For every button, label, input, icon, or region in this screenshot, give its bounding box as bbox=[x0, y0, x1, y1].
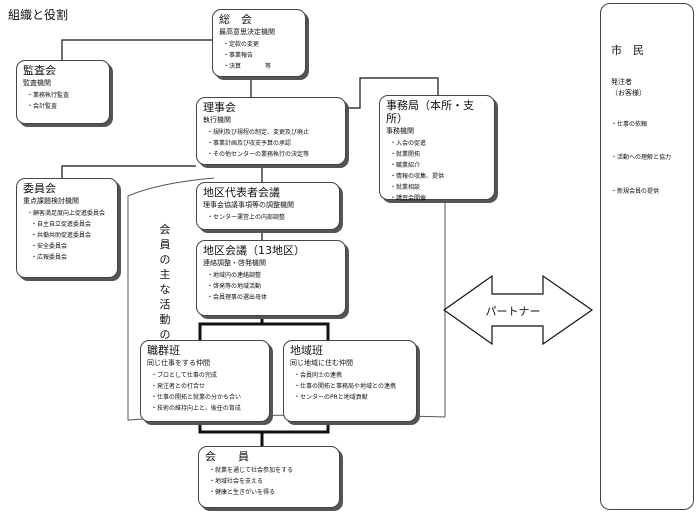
activity-area-label: 会員の主な活動の場 bbox=[159, 223, 171, 356]
regional-group-title: 地域班 bbox=[290, 344, 323, 357]
citizens-item: ・活動への理解と協力 bbox=[611, 154, 672, 161]
list-item: 事業計画及び収支予算の承認 bbox=[207, 138, 339, 149]
citizens-subtitle-2: （お客様） bbox=[611, 89, 646, 97]
committee-box: 委員会 重点課題検討機関 顧客満足度向上促進委員会 自主自立促進委員会 共働共助… bbox=[16, 178, 118, 278]
general-assembly-title: 総 会 bbox=[219, 13, 252, 26]
citizens-item-text: 仕事の依頼 bbox=[617, 121, 648, 128]
list-item: 会員同士の連携 bbox=[294, 370, 410, 381]
list-item: 就業を通じて社会参加をする bbox=[209, 465, 333, 476]
list-item: 定款の変更 bbox=[223, 39, 299, 50]
district-meeting-box: 地区会議（13地区） 連絡調整・啓発機関 地域内の連絡調整 啓発等の地域活動 会… bbox=[196, 240, 346, 316]
partner-arrow bbox=[442, 274, 594, 346]
occupation-group-subtitle: 同じ仕事をする仲間 bbox=[147, 359, 210, 367]
audit-subtitle: 監査機関 bbox=[23, 79, 51, 87]
audit-box: 監査会 監査機関 業務執行監査 会計監査 bbox=[16, 60, 110, 124]
list-item: 仕事の開拓と事務局や地域との連携 bbox=[294, 381, 410, 392]
list-item: センター運営上の内部調整 bbox=[207, 212, 333, 223]
line-audit-assembly bbox=[61, 39, 212, 60]
list-item: 自主自立促進委員会 bbox=[31, 219, 111, 230]
board-subtitle: 執行機関 bbox=[203, 116, 231, 124]
citizens-item: ・新規会員の提供 bbox=[611, 188, 660, 195]
district-meeting-title: 地区会議（13地区） bbox=[203, 244, 305, 257]
district-rep-box: 地区代表者会議 理事会協議事項等の調整機関 センター運営上の内部調整 bbox=[196, 182, 340, 230]
citizens-subtitle: 発注者 （お客様） bbox=[611, 77, 646, 99]
list-item: 情報の収集、提供 bbox=[390, 171, 488, 182]
list-item: センターのPRと地域貢献 bbox=[294, 392, 410, 403]
list-item: その他センターの業務執行の決定等 bbox=[207, 149, 339, 160]
secretariat-subtitle: 事務機関 bbox=[386, 127, 414, 135]
citizens-item-text: 新規会員の提供 bbox=[617, 188, 660, 195]
audit-title: 監査会 bbox=[23, 64, 56, 77]
list-item: 安全委員会 bbox=[31, 241, 111, 252]
board-box: 理事会 執行機関 規則及び規程の制定、変更及び廃止 事業計画及び収支予算の承認 … bbox=[196, 97, 346, 165]
regional-group-subtitle: 同じ地域に住む仲間 bbox=[290, 359, 353, 367]
partner-label: パートナー bbox=[485, 305, 541, 318]
list-item: 会計監査 bbox=[27, 101, 103, 112]
list-item: 仕事の開拓と就業の分かち合い bbox=[151, 392, 263, 403]
committee-title: 委員会 bbox=[23, 182, 56, 195]
committee-subtitle: 重点課題検討機関 bbox=[23, 197, 79, 205]
citizens-item-text: 活動への理解と協力 bbox=[617, 154, 672, 161]
list-item: 啓発等の地域活動 bbox=[207, 281, 339, 292]
list-item: 規則及び規程の制定、変更及び廃止 bbox=[207, 127, 339, 138]
general-assembly-box: 総 会 最高意思決定機関 定款の変更 事業報告 決算 等 bbox=[212, 9, 306, 77]
list-item: 地域内の連絡調整 bbox=[207, 270, 339, 281]
district-rep-title: 地区代表者会議 bbox=[203, 186, 280, 199]
list-item: 健康と生きがいを得る bbox=[209, 487, 333, 498]
citizens-panel: 市 民 発注者 （お客様） ・仕事の依頼 ・活動への理解と協力 ・新規会員の提供 bbox=[600, 3, 694, 510]
members-title: 会 員 bbox=[205, 450, 249, 463]
general-assembly-subtitle: 最高意思決定機関 bbox=[219, 28, 275, 36]
list-item: 地域社会を支える bbox=[209, 476, 333, 487]
list-item: 職業紹介 bbox=[390, 160, 488, 171]
list-item: 決算 等 bbox=[223, 61, 299, 72]
occupation-group-title: 職群班 bbox=[147, 344, 180, 357]
list-item: 就業開拓 bbox=[390, 149, 488, 160]
occupation-group-box: 職群班 同じ仕事をする仲間 プロとして仕事の完成 発注者との打合せ 仕事の開拓と… bbox=[140, 340, 270, 422]
list-item: 技術の維持向上と、後任の育成 bbox=[151, 403, 263, 414]
citizens-title: 市 民 bbox=[611, 44, 644, 57]
members-box: 会 員 就業を通じて社会参加をする 地域社会を支える 健康と生きがいを得る bbox=[198, 446, 340, 508]
list-item: 広報委員会 bbox=[31, 252, 111, 263]
list-item: 入会の促進 bbox=[390, 138, 488, 149]
district-meeting-subtitle: 連絡調整・啓発機関 bbox=[203, 259, 266, 267]
citizens-item: ・仕事の依頼 bbox=[611, 121, 648, 128]
district-rep-subtitle: 理事会協議事項等の調整機関 bbox=[203, 201, 294, 209]
line-committee-board bbox=[61, 165, 196, 178]
secretariat-title: 事務局（本所・支所） bbox=[386, 99, 474, 125]
list-item: 顧客満足度向上促進委員会 bbox=[27, 208, 111, 219]
list-item: 業務執行監査 bbox=[27, 90, 103, 101]
list-item: 共働共助促進委員会 bbox=[31, 230, 111, 241]
line-board-secretariat bbox=[346, 77, 439, 109]
list-item: 就業相談 bbox=[390, 182, 488, 193]
list-item: 事業報告 bbox=[223, 50, 299, 61]
citizens-subtitle-1: 発注者 bbox=[611, 78, 632, 86]
board-title: 理事会 bbox=[203, 101, 236, 114]
regional-group-box: 地域班 同じ地域に住む仲間 会員同士の連携 仕事の開拓と事務局や地域との連携 セ… bbox=[283, 340, 417, 422]
secretariat-box: 事務局（本所・支所） 事務機関 入会の促進 就業開拓 職業紹介 情報の収集、提供… bbox=[379, 95, 495, 202]
list-item: 会員理事の選出母体 bbox=[207, 292, 339, 303]
list-item: 講習会開催 bbox=[390, 193, 488, 204]
page-title: 組織と役割 bbox=[8, 8, 69, 22]
list-item: 発注者との打合せ bbox=[151, 381, 263, 392]
list-item: プロとして仕事の完成 bbox=[151, 370, 263, 381]
